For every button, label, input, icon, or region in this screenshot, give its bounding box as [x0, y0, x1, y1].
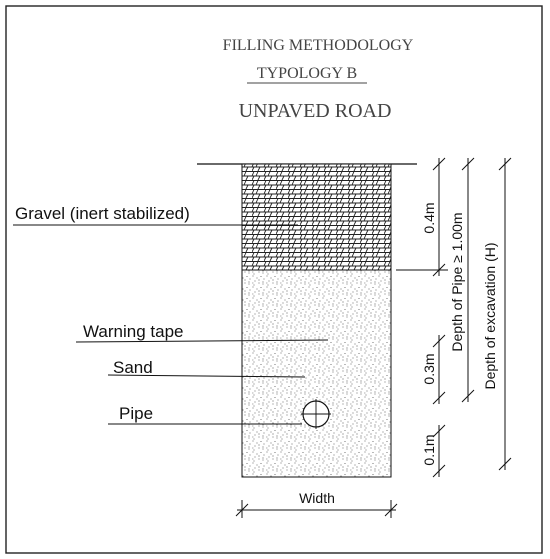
warning-tape-label: Warning tape	[83, 322, 183, 341]
gravel-depth-dimension	[396, 157, 448, 277]
diagram-title: FILLING METHODOLOGY	[223, 37, 414, 54]
gravel-depth-label: 0.4m	[421, 202, 437, 233]
bedding-depth-dimension	[432, 424, 446, 478]
warning-tape-leader	[75, 339, 329, 343]
pipe-depth-dimension	[461, 157, 475, 403]
pipe	[301, 399, 331, 429]
width-label: Width	[299, 490, 335, 506]
width-dimension	[235, 500, 398, 518]
pipe-label: Pipe	[119, 404, 153, 423]
pipe-depth-label: Depth of Pipe ≥ 1.00m	[449, 212, 465, 351]
tape-depth-label: 0.3m	[421, 353, 437, 384]
page-border	[5, 5, 543, 554]
gravel-label: Gravel (inert stabilized)	[15, 204, 190, 223]
bedding-depth-label: 0.1m	[421, 434, 437, 465]
excavation-depth-label: Depth of excavation (H)	[482, 242, 498, 389]
sand-layer	[241, 269, 392, 478]
excavation-depth-dimension	[498, 157, 512, 471]
sand-leader	[107, 374, 306, 378]
sand-label: Sand	[113, 358, 153, 377]
typology-label: TYPOLOGY B	[257, 65, 357, 82]
road-type-label: UNPAVED ROAD	[239, 100, 392, 122]
gravel-layer	[241, 163, 392, 271]
tape-depth-dimension	[432, 334, 446, 405]
